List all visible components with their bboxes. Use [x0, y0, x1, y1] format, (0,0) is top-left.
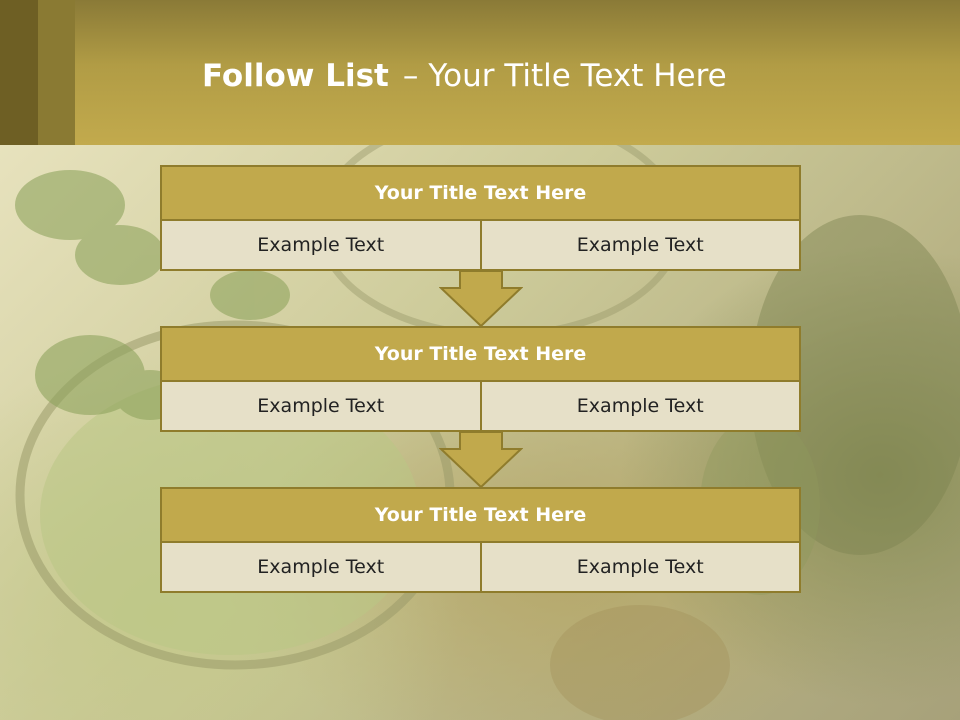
- title-rest-part: Your Title Text Here: [428, 58, 727, 94]
- step-block-1: Your Title Text Here Example Text Exampl…: [160, 165, 801, 271]
- title-dash: –: [402, 58, 419, 94]
- header-accent-dark: [0, 0, 38, 145]
- step-title: Your Title Text Here: [160, 165, 801, 221]
- step-cell-left: Example Text: [160, 543, 482, 593]
- down-arrow-icon: [439, 270, 523, 328]
- step-cell-right: Example Text: [481, 221, 801, 271]
- step-cell-left: Example Text: [160, 221, 482, 271]
- step-block-2: Your Title Text Here Example Text Exampl…: [160, 326, 801, 432]
- step-row: Example Text Example Text: [160, 382, 801, 432]
- step-cell-left: Example Text: [160, 382, 482, 432]
- title-bold-part: Follow List: [202, 58, 389, 94]
- header-accent-mid: [38, 0, 75, 145]
- header-band: Follow List–Your Title Text Here: [0, 0, 960, 145]
- down-arrow-icon: [439, 431, 523, 489]
- step-row: Example Text Example Text: [160, 221, 801, 271]
- step-title: Your Title Text Here: [160, 326, 801, 382]
- step-block-3: Your Title Text Here Example Text Exampl…: [160, 487, 801, 593]
- page-title: Follow List–Your Title Text Here: [202, 54, 727, 98]
- step-cell-right: Example Text: [481, 382, 801, 432]
- step-cell-right: Example Text: [481, 543, 801, 593]
- step-title: Your Title Text Here: [160, 487, 801, 543]
- step-row: Example Text Example Text: [160, 543, 801, 593]
